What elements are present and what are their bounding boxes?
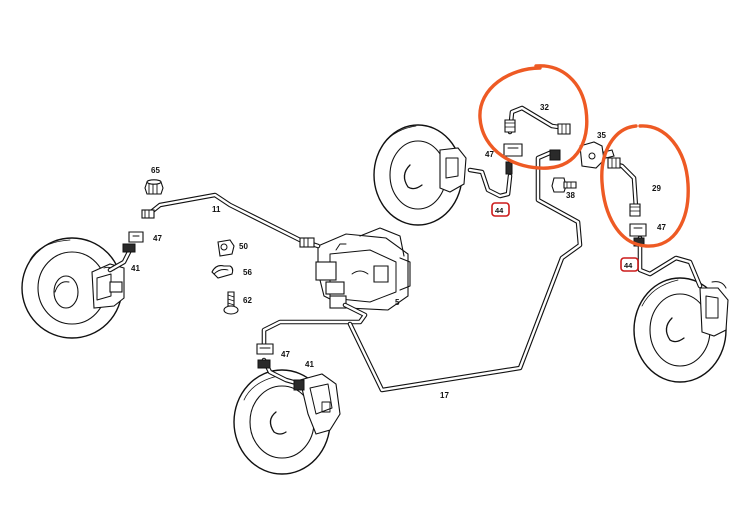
hose-fitting-41-bottom [257,359,305,391]
label-47-left: 47 [153,234,162,243]
label-41-bottom: 41 [305,360,314,369]
label-41-left: 41 [131,264,140,273]
label-32: 32 [540,103,549,112]
bracket-50 [217,239,235,257]
callout-box-44-right [620,257,639,272]
label-5: 5 [395,298,400,307]
label-47-right: 47 [657,223,666,232]
clip-56 [211,265,234,279]
bolt-38 [551,177,577,193]
screw-62 [223,291,239,315]
grommet-65 [144,179,164,195]
brake-caliper-right [699,281,729,337]
highlight-circle-32 [478,64,589,170]
fitting-11-left [141,209,155,219]
master-cylinder [315,227,411,311]
fitting-32-ends [504,119,571,135]
brake-caliper-left [91,263,125,309]
hose-fitting-41-left [122,243,136,253]
label-38: 38 [566,191,575,200]
callout-box-44-top [491,202,510,217]
brake-caliper-bottom [299,373,341,435]
fitting-29-ends [607,157,641,217]
label-35: 35 [597,131,606,140]
label-17: 17 [440,391,449,400]
label-47-bottom: 47 [281,350,290,359]
highlight-circle-29 [600,124,690,248]
clip-47-top [503,143,523,175]
brake-caliper-top [439,147,467,193]
label-44-top: 44 [495,206,504,215]
label-50: 50 [239,242,248,251]
label-62: 62 [243,296,252,305]
label-29: 29 [652,184,661,193]
clip-47-left [128,231,144,243]
fitting-11-master [299,237,315,248]
label-65: 65 [151,166,160,175]
label-44-right: 44 [624,261,633,270]
label-56: 56 [243,268,252,277]
clip-47-bottom [256,343,274,355]
label-47-top: 47 [485,150,494,159]
label-11: 11 [212,205,221,214]
